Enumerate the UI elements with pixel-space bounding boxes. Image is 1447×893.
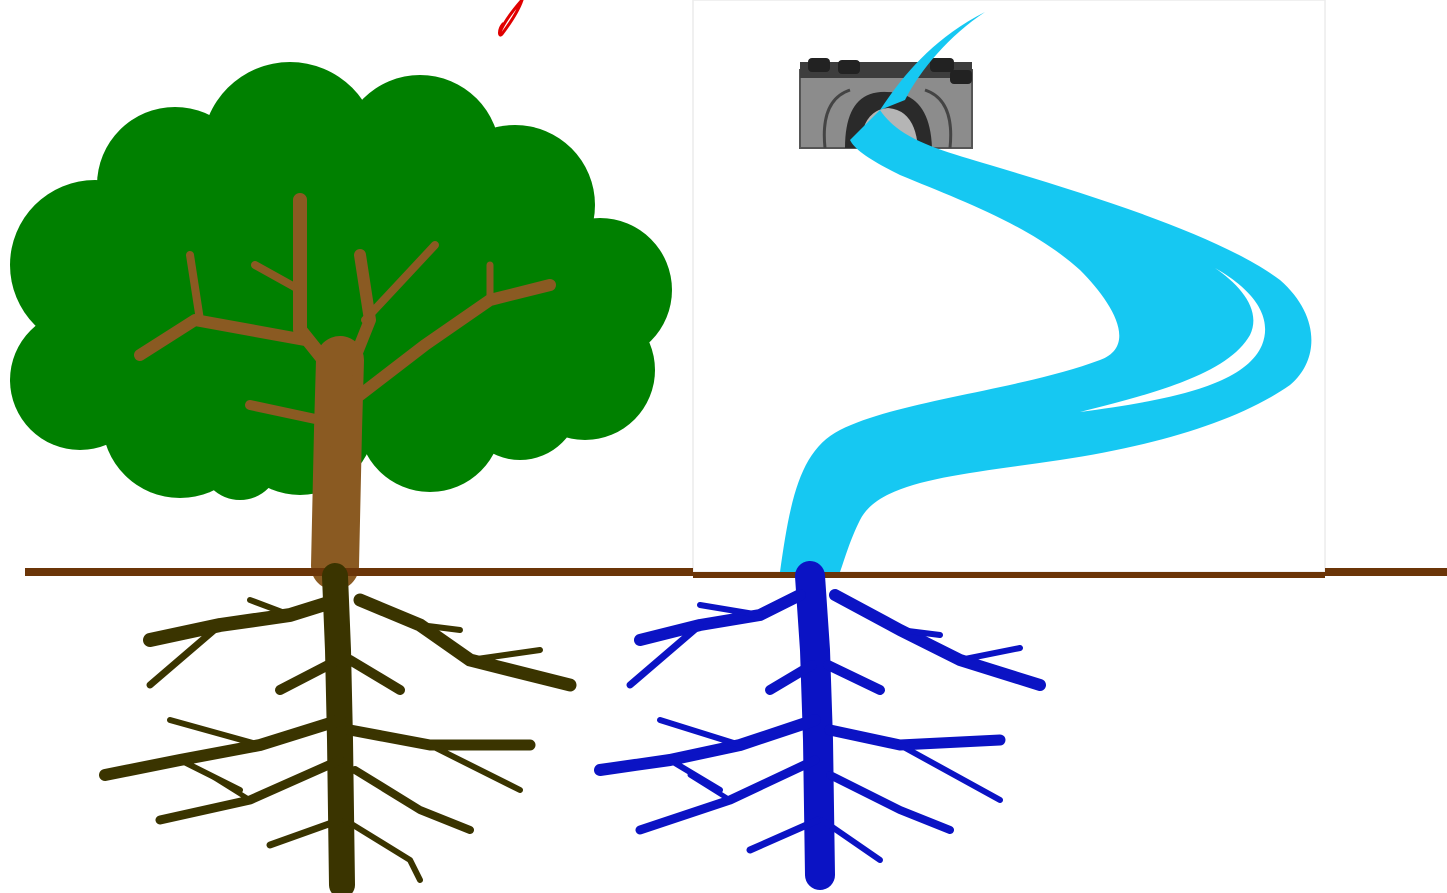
- river-roots: [600, 576, 1040, 875]
- tree-roots: [105, 576, 570, 885]
- top-scribble-mark: [500, 0, 523, 35]
- tree: [10, 62, 672, 566]
